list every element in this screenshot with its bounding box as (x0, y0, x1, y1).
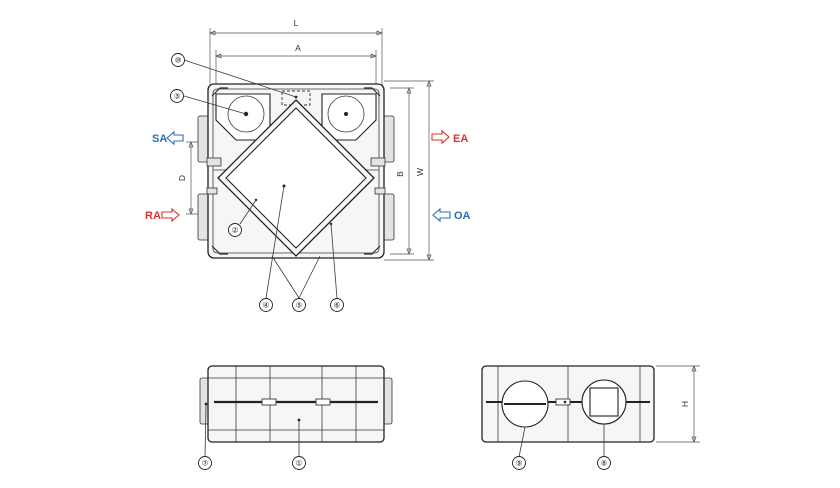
dim-label-A: A (295, 43, 301, 53)
callout-3: ③ (170, 89, 184, 103)
callout-label-2: ② (232, 226, 239, 235)
dimension-A: A (215, 43, 377, 86)
callout-label-4: ④ (263, 301, 270, 310)
sa-arrow-icon (166, 130, 184, 146)
callout-9: ⑨ (512, 456, 526, 470)
ra-arrow-icon (161, 207, 180, 223)
dimension-L: L (209, 18, 383, 86)
callout-label-7: ⑦ (202, 459, 209, 468)
callout-10: ⑩ (171, 53, 185, 67)
tab-right-lower (374, 187, 386, 195)
callout-1: ① (292, 456, 306, 470)
callout-label-1: ① (296, 459, 303, 468)
exhaust-fan-hub (344, 112, 348, 116)
callout-5: ⑤ (292, 298, 306, 312)
tab-right-upper (370, 157, 386, 167)
dimension-H: H (656, 365, 700, 443)
front-lines (208, 377, 384, 431)
callout-leaders-top (183, 59, 338, 299)
corner-brackets (211, 87, 381, 255)
flow-oa: OA (432, 207, 471, 223)
supply-fan-wheel (227, 95, 265, 133)
callout-7: ⑦ (198, 456, 212, 470)
callout-label-8: ⑧ (601, 459, 608, 468)
callout-label-3: ③ (174, 92, 181, 101)
side-dot (563, 400, 567, 404)
dim-label-W: W (415, 168, 425, 176)
heat-exchanger-core (225, 107, 367, 249)
front-latch-left (261, 398, 277, 406)
oa-arrow-icon (432, 207, 451, 223)
flow-label-ra: RA (145, 210, 161, 222)
callout-2: ② (228, 223, 242, 237)
callout-6: ⑥ (330, 298, 344, 312)
dimension-B: B (390, 87, 414, 255)
front-latch-right (315, 398, 331, 406)
callout-leaders-front (204, 403, 300, 458)
dimension-D: D (177, 141, 212, 215)
flow-label-oa: OA (454, 210, 471, 222)
callout-label-5: ⑤ (296, 301, 303, 310)
callout-label-9: ⑨ (516, 459, 523, 468)
flow-ra: RA (145, 207, 180, 223)
side-view (481, 365, 655, 443)
tab-left-upper (206, 157, 222, 167)
callout-leaders-side (518, 424, 605, 458)
exhaust-fan-wheel (327, 95, 365, 133)
side-latch (555, 398, 571, 406)
dim-label-L: L (294, 18, 299, 28)
top-view (197, 83, 395, 259)
front-housing (207, 365, 385, 443)
ea-arrow-icon (431, 129, 450, 145)
dim-label-B: B (395, 171, 405, 177)
dim-label-D: D (177, 175, 187, 181)
partitions (213, 136, 379, 171)
callout-4: ④ (259, 298, 273, 312)
callout-label-6: ⑥ (334, 301, 341, 310)
flow-label-sa: SA (152, 133, 167, 145)
dim-label-H: H (680, 401, 690, 407)
callout-8: ⑧ (597, 456, 611, 470)
front-view (199, 365, 393, 443)
dimension-W: W (384, 80, 434, 261)
flow-label-ea: EA (453, 133, 468, 145)
flow-sa: SA (152, 130, 184, 146)
tab-left-lower (206, 187, 218, 195)
callout-label-10: ⑩ (175, 56, 182, 65)
flow-ea: EA (431, 129, 468, 145)
side-port-right-square (589, 387, 619, 417)
